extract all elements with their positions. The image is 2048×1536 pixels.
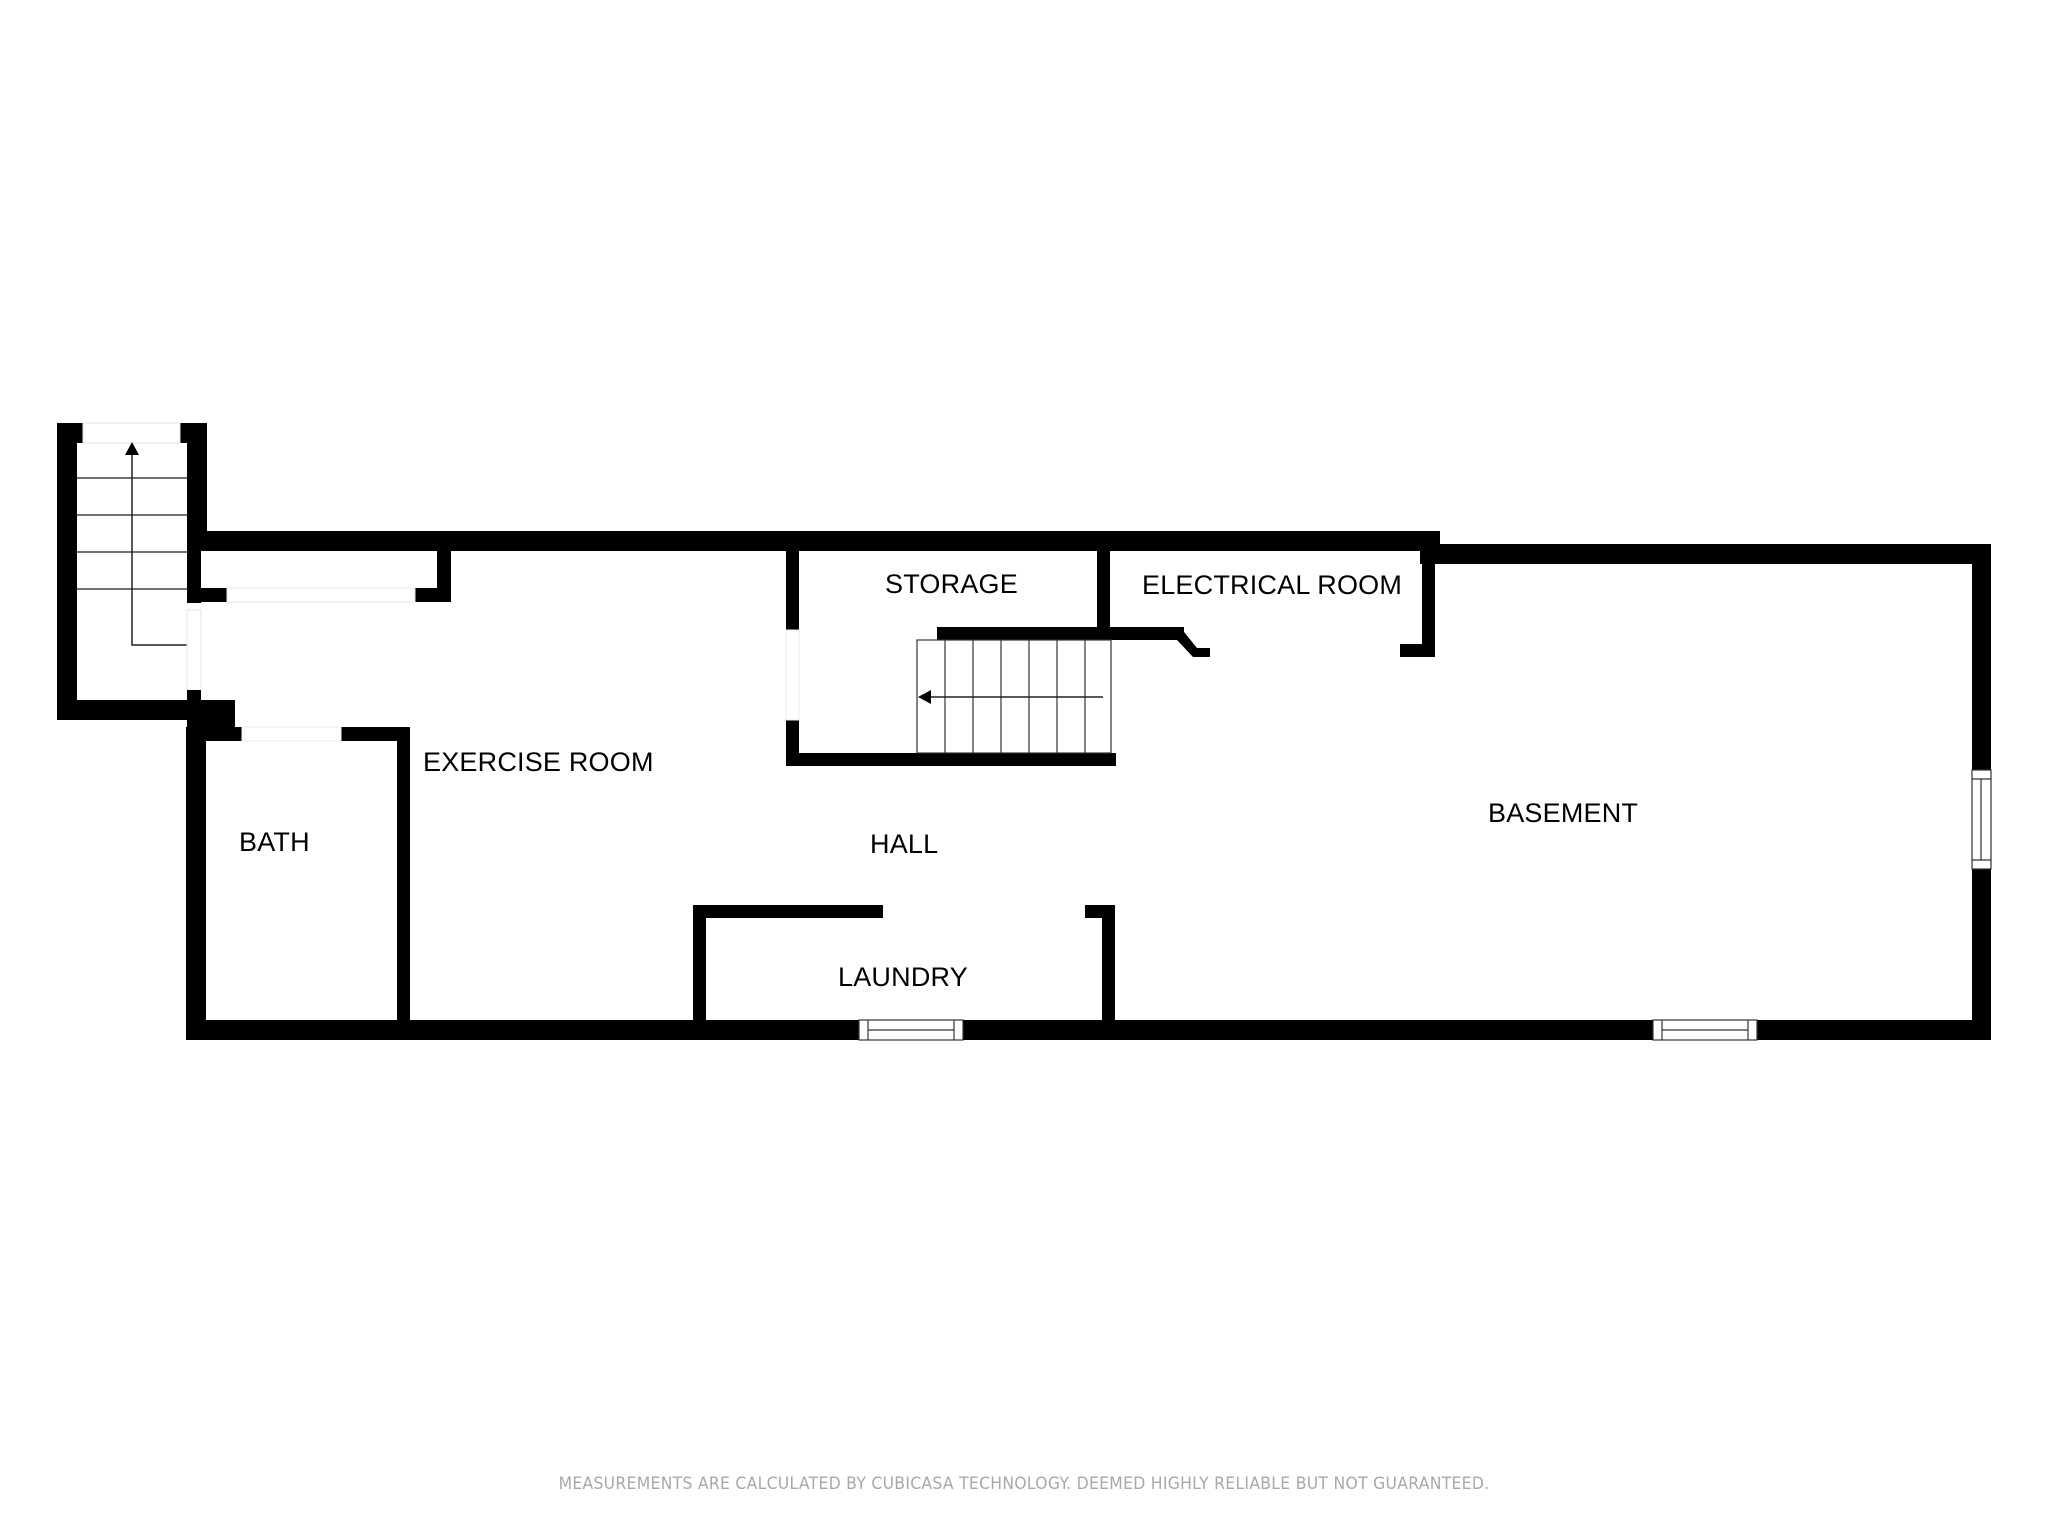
- wall: [693, 905, 883, 918]
- room-label-basement: BASEMENT: [1488, 798, 1639, 828]
- closet-nook: [195, 540, 451, 603]
- room-label-hall: HALL: [870, 829, 939, 859]
- stair-top-opening: [82, 422, 181, 444]
- wall: [186, 727, 206, 1040]
- wall: [186, 1020, 1991, 1040]
- window-icon: [1971, 769, 1992, 870]
- wall: [341, 727, 410, 741]
- room-label-laundry: LAUNDRY: [838, 962, 968, 992]
- wall: [786, 753, 1116, 766]
- bath-walls: [186, 726, 410, 1027]
- wall: [1420, 544, 1991, 564]
- left-stairwell: [57, 422, 207, 720]
- stairs-up-arrow-icon: [125, 442, 187, 646]
- wall: [1097, 540, 1110, 628]
- closet-opening: [226, 587, 416, 603]
- window-icon: [858, 1019, 964, 1041]
- bath-doorway: [241, 726, 342, 742]
- wall: [186, 727, 242, 741]
- storage-walls: [785, 540, 1210, 766]
- room-label-bath: BATH: [239, 827, 310, 857]
- wall: [195, 588, 227, 602]
- wall: [415, 588, 451, 602]
- storage-doorway: [785, 629, 800, 721]
- wall: [397, 727, 410, 1027]
- wall: [786, 540, 799, 630]
- disclaimer-text: MEASUREMENTS ARE CALCULATED BY CUBICASA …: [558, 1474, 1490, 1494]
- wall: [187, 535, 201, 603]
- wall: [693, 905, 706, 1025]
- window-icon: [1652, 1019, 1758, 1041]
- room-label-storage: STORAGE: [885, 569, 1018, 599]
- wall: [1102, 905, 1115, 1025]
- electrical-room-walls: [1400, 550, 1435, 657]
- wall: [57, 700, 207, 720]
- wall: [187, 700, 235, 727]
- wall: [1400, 644, 1435, 657]
- wall: [1177, 627, 1210, 657]
- wall: [57, 423, 77, 720]
- stairs-left-arrow-icon: [918, 690, 1103, 704]
- room-label-electrical-room: ELECTRICAL ROOM: [1142, 570, 1403, 600]
- laundry-walls: [693, 905, 1115, 1025]
- wall: [937, 627, 1184, 640]
- wall: [1422, 550, 1435, 657]
- room-label-exercise-room: EXERCISE ROOM: [423, 747, 654, 777]
- wall: [437, 540, 451, 602]
- wall: [1972, 544, 1991, 770]
- wall: [201, 531, 1440, 551]
- stair-doorway: [186, 609, 202, 691]
- wall: [187, 423, 207, 535]
- wall: [1972, 869, 1991, 1040]
- wall: [57, 423, 83, 443]
- outer-walls: [186, 531, 1991, 1040]
